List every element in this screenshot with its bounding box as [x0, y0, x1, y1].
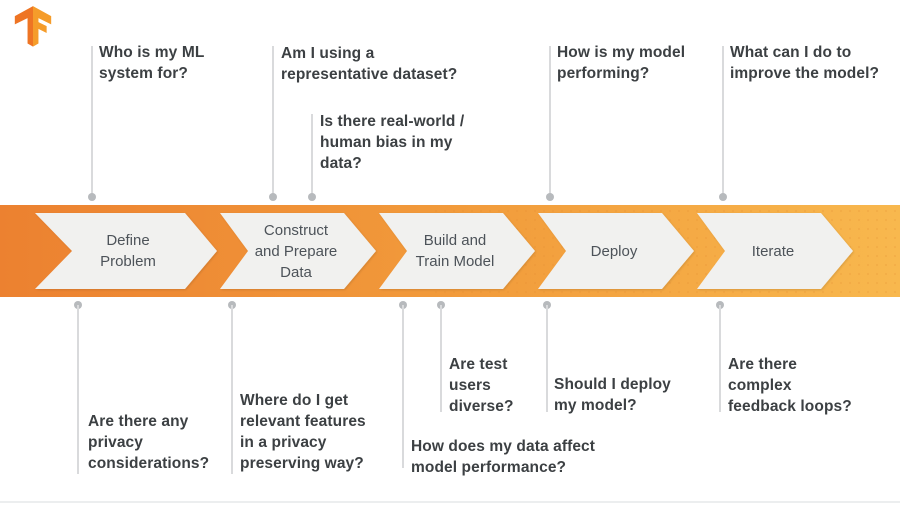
connector-line: [440, 305, 442, 412]
step-label-define-problem: Define Problem: [100, 232, 156, 270]
connector-line: [402, 305, 404, 468]
step-label-construct-prepare-data: Construct and Prepare Data: [254, 221, 338, 281]
connector-line: [77, 305, 79, 474]
connector-line: [91, 46, 93, 200]
question-complex-feedback-loops: Are there complex feedback loops?: [728, 356, 852, 415]
question-representative-dataset: Am I using a representative dataset?: [281, 45, 458, 83]
tensorflow-logo-right-face: [33, 6, 52, 47]
question-who-is-system-for: Who is my ML system for?: [99, 44, 205, 82]
connector-line: [549, 46, 551, 200]
tensorflow-logo-icon: [14, 6, 52, 47]
question-privacy-considerations: Are there any privacy considerations?: [88, 413, 210, 472]
connector-line: [546, 305, 548, 412]
step-label-deploy: Deploy: [590, 242, 638, 260]
question-relevant-features-privacy: Where do I get relevant features in a pr…: [240, 392, 366, 472]
question-model-performing: How is my model performing?: [557, 44, 686, 82]
connector-line: [231, 305, 233, 474]
connector-dot: [88, 193, 96, 201]
connector-dot: [719, 193, 727, 201]
step-label-build-train-model: Build and Train Model: [415, 232, 495, 270]
tensorflow-logo-left-face: [14, 6, 33, 47]
connector-dot: [269, 193, 277, 201]
connector-dot: [308, 193, 316, 201]
connector-line: [722, 46, 724, 200]
step-label-iterate: Iterate: [751, 242, 795, 260]
bottom-divider: [0, 501, 900, 503]
question-should-deploy: Should I deploy my model?: [554, 376, 671, 414]
process-banner: [0, 205, 900, 297]
chevron-define-problem: [35, 213, 217, 289]
question-real-world-bias: Is there real-world / human bias in my d…: [320, 113, 465, 172]
connector-line: [311, 114, 313, 200]
chevron-iterate: [697, 213, 853, 289]
chevron-build-train-model: [379, 213, 535, 289]
connector-line: [719, 305, 721, 412]
question-data-affect-performance: How does my data affect model performanc…: [411, 438, 596, 476]
connector-dot: [546, 193, 554, 201]
connector-line: [272, 46, 274, 200]
chevron-deploy: [538, 213, 694, 289]
question-test-users-diverse: Are test users diverse?: [449, 356, 514, 415]
chevron-construct-prepare-data: [220, 213, 376, 289]
question-improve-model: What can I do to improve the model?: [730, 44, 880, 82]
